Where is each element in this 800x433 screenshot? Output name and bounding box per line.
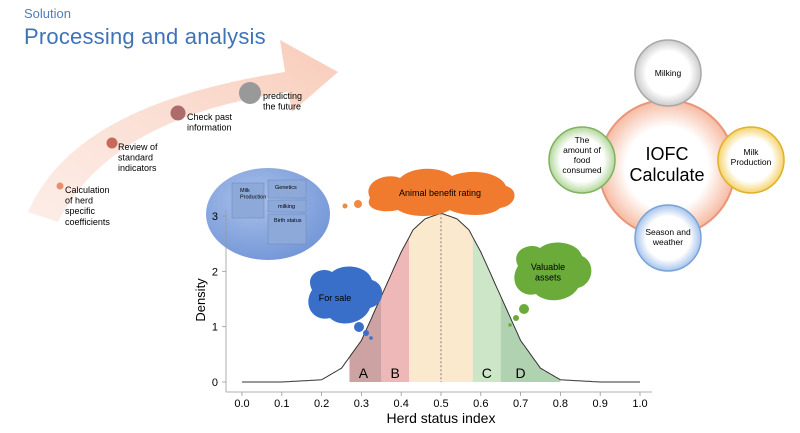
- y-tick-layer: 0 1 2 3: [212, 211, 226, 389]
- y-tick-label: 1: [212, 322, 218, 334]
- inset-panel: [231, 182, 265, 219]
- density-chart: 0.0 0.1 0.2 0.3 0.4 0.5 0.6 0.7 0.8 0.9 1.0 0 1 2 3 A…: [193, 210, 652, 426]
- zone-label-d: D: [516, 365, 526, 381]
- factor-milking-text: Milking: [655, 68, 682, 78]
- inset-label: Genetics: [275, 185, 297, 191]
- zone-label-a: A: [359, 365, 369, 381]
- x-tick-label: 0.9: [593, 398, 608, 410]
- x-tick-label: 0.5: [433, 398, 448, 410]
- x-tick-layer: 0.0 0.1 0.2 0.3 0.4 0.5 0.6 0.7 0.8 0.9 1.0: [234, 392, 648, 410]
- factor-milking-circle: [634, 39, 702, 107]
- factor-production-circle: [717, 126, 785, 194]
- zone-area-d: [500, 296, 561, 382]
- y-tick-label: 0: [212, 377, 218, 389]
- bubble-tail-dot: [342, 203, 348, 209]
- x-tick-label: 0.3: [354, 398, 369, 410]
- x-tick-label: 0.6: [473, 398, 488, 410]
- inset-label: Birth status: [274, 218, 302, 224]
- step-dot: [106, 137, 118, 149]
- rating-cloud: [368, 168, 515, 216]
- y-axis-label: Density: [193, 278, 208, 322]
- valuable-cloud: [514, 242, 592, 301]
- zone-area-c: [472, 237, 501, 382]
- x-tick-label: 0.2: [314, 398, 329, 410]
- x-tick-label: 0.8: [553, 398, 568, 410]
- inset-panel: [267, 199, 307, 213]
- zone-area-a: [349, 296, 382, 382]
- y-tick-label: 3: [212, 211, 218, 223]
- x-tick-label: 0.1: [274, 398, 289, 410]
- bubble-tail-dot: [354, 200, 362, 208]
- zone-label-b: B: [391, 365, 400, 381]
- valuable-tail-dot: [508, 323, 512, 327]
- factor-food-circle: [548, 126, 616, 194]
- x-axis-label: Herd status index: [387, 410, 496, 426]
- x-tick-label: 1.0: [632, 398, 647, 410]
- for-sale-cloud: [308, 266, 383, 324]
- inset-panel: [267, 213, 307, 245]
- inset-label: milking: [278, 204, 295, 210]
- factor-season-circle: [634, 204, 702, 272]
- valuable-tail-dot: [519, 304, 529, 314]
- y-tick-label: 2: [212, 266, 218, 278]
- for-sale-tail-dot: [369, 336, 373, 340]
- page-title: Processing and analysis: [24, 24, 266, 49]
- step-dot: [239, 82, 261, 104]
- valuable-tail-dot: [513, 315, 519, 321]
- x-tick-label: 0.4: [394, 398, 409, 410]
- for-sale-tail-dot: [354, 322, 364, 332]
- process-arrow: [28, 40, 338, 222]
- kicker-label: Solution: [24, 6, 71, 21]
- zone-area-b: [381, 237, 410, 382]
- inset-panel: [267, 179, 307, 199]
- for-sale-text: For sale: [319, 293, 352, 303]
- step-dot: [56, 182, 64, 190]
- x-tick-label: 0.7: [513, 398, 528, 410]
- rating-cloud-text: Animal benefit rating: [399, 188, 481, 198]
- x-tick-label: 0.0: [234, 398, 249, 410]
- for-sale-tail-dot: [363, 330, 369, 336]
- step-dot: [170, 105, 186, 121]
- zone-label-layer: A B C D: [359, 365, 526, 381]
- zone-label-c: C: [482, 365, 492, 381]
